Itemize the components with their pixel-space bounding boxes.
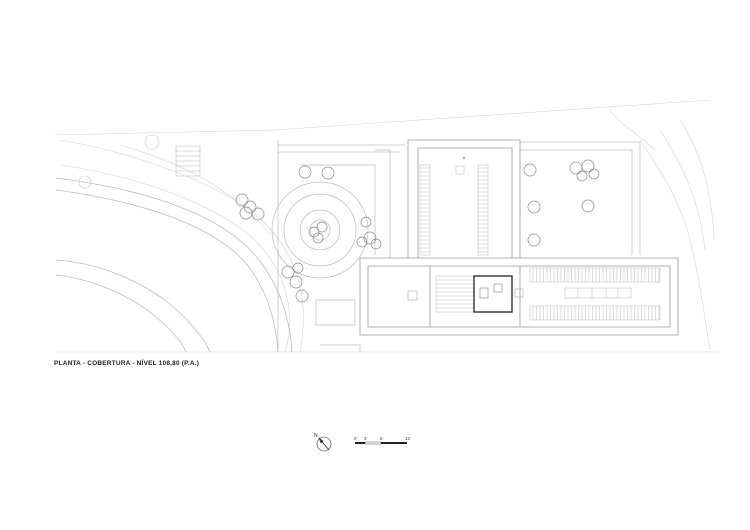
north-label: N [314, 433, 318, 439]
trees [235, 159, 600, 303]
scale-label-3: 3 [364, 436, 367, 441]
site-stair [175, 145, 201, 177]
planter-circles [78, 134, 160, 189]
central-stair [435, 275, 475, 313]
building-roof [359, 139, 679, 336]
roof-louvers-vertical [419, 164, 489, 256]
north-arrow: N [314, 433, 332, 452]
circular-fountain [271, 181, 369, 279]
scale-bar: 0 3 6 12 [354, 436, 411, 445]
scale-label-0: 0 [354, 436, 357, 441]
scale-label-6: 6 [380, 436, 383, 441]
scale-label-12: 12 [405, 436, 411, 441]
terrain-contours [54, 99, 720, 353]
roof-louvers-horizontal [529, 267, 661, 321]
site-walls [277, 140, 641, 352]
drawing-caption: PLANTA - COBERTURA - NÍVEL 108,80 (P.A.) [54, 360, 200, 367]
core-outline [473, 275, 513, 313]
roof-details [407, 156, 524, 301]
curved-driveway [55, 177, 293, 353]
